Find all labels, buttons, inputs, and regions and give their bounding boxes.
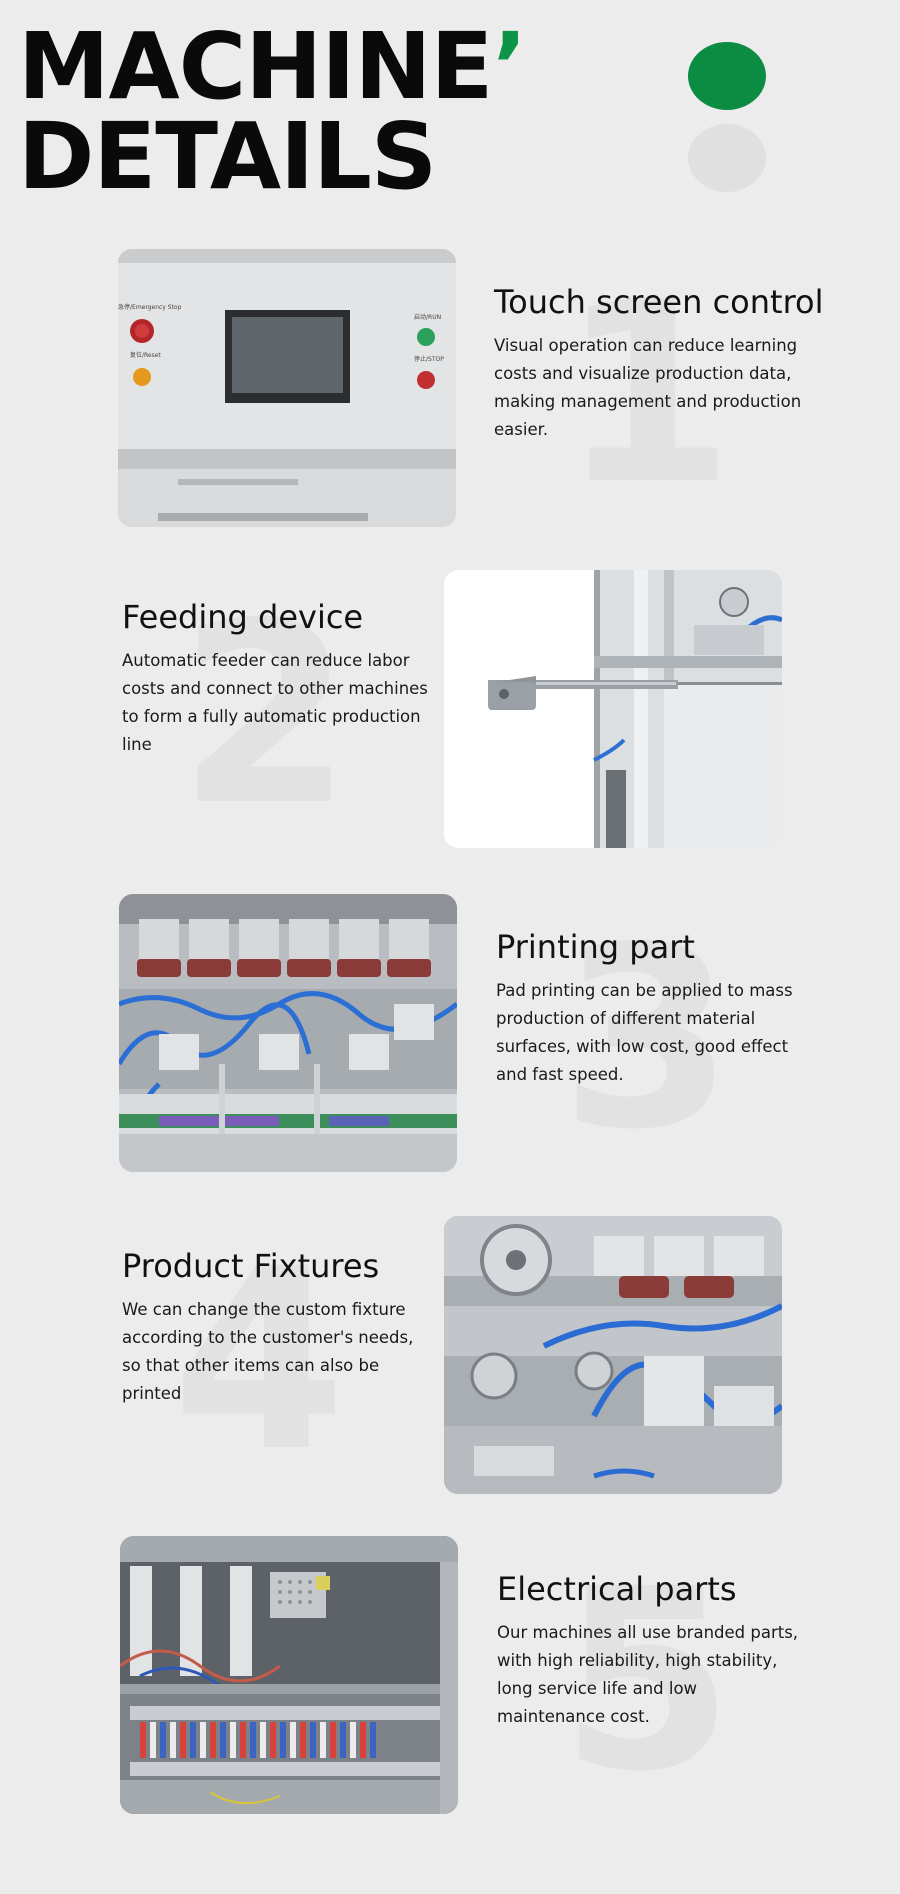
feature-number-3: 3	[560, 893, 734, 1184]
touch-screen-panel-photo: 急停/Emergency Stop 复位/Reset 启动/RUN 停止/STO…	[118, 249, 456, 527]
feature-title: Touch screen control	[494, 283, 824, 321]
feature-title: Printing part	[496, 928, 695, 966]
feature-section-3: 3	[0, 894, 900, 1174]
feature-description: Automatic feeder can reduce labor costs …	[122, 651, 428, 754]
feature-section-1: 1 急停/Emergency Stop 复位/Reset 启动/RUN 停止/S…	[0, 249, 900, 529]
feature-number-4: 4	[172, 1215, 346, 1506]
page-title-line2: DETAILS	[18, 103, 437, 210]
feature-title: Product Fixtures	[122, 1247, 380, 1285]
printing-part-photo	[119, 894, 457, 1172]
feature-text-3: Printing part Pad printing can be applie…	[496, 927, 806, 1089]
panel-label-run: 启动/RUN	[414, 313, 441, 321]
feature-section-5: 5	[0, 1536, 900, 1816]
green-dot-decoration	[688, 42, 766, 110]
feature-title: Feeding device	[122, 598, 364, 636]
panel-label-reset: 复位/Reset	[130, 351, 161, 359]
feature-text-4: Product Fixtures We can change the custo…	[122, 1246, 432, 1408]
page-title: MACHINE’ DETAILS	[18, 13, 527, 210]
grey-dot-decoration	[688, 124, 766, 192]
feature-number-5: 5	[560, 1535, 734, 1826]
feature-number-2: 2	[178, 569, 352, 860]
feature-text-2: Feeding device Automatic feeder can redu…	[122, 597, 432, 759]
feature-section-4: 4 Product Fixtures We can change the cus…	[0, 1216, 900, 1496]
feature-description: Pad printing can be applied to mass prod…	[496, 981, 793, 1084]
page-title-line1: MACHINE’	[18, 13, 527, 120]
panel-label-stop: 停止/STOP	[414, 355, 444, 363]
feature-description: Visual operation can reduce learning cos…	[494, 336, 802, 439]
feature-section-2: 2 Feeding device Automatic feeder can re…	[0, 570, 900, 850]
feature-number-1: 1	[560, 248, 734, 539]
panel-label-emergency: 急停/Emergency Stop	[118, 303, 182, 311]
feature-description: Our machines all use branded parts, with…	[497, 1623, 799, 1726]
feature-text-5: Electrical parts Our machines all use br…	[497, 1569, 807, 1731]
title-accent-mark: ’	[492, 13, 527, 120]
feature-description: We can change the custom fixture accordi…	[122, 1300, 414, 1403]
feature-title: Electrical parts	[497, 1570, 737, 1608]
electrical-parts-photo	[120, 1536, 458, 1814]
feature-text-1: Touch screen control Visual operation ca…	[494, 282, 834, 444]
product-fixtures-photo	[444, 1216, 782, 1494]
feeding-device-photo	[444, 570, 782, 848]
